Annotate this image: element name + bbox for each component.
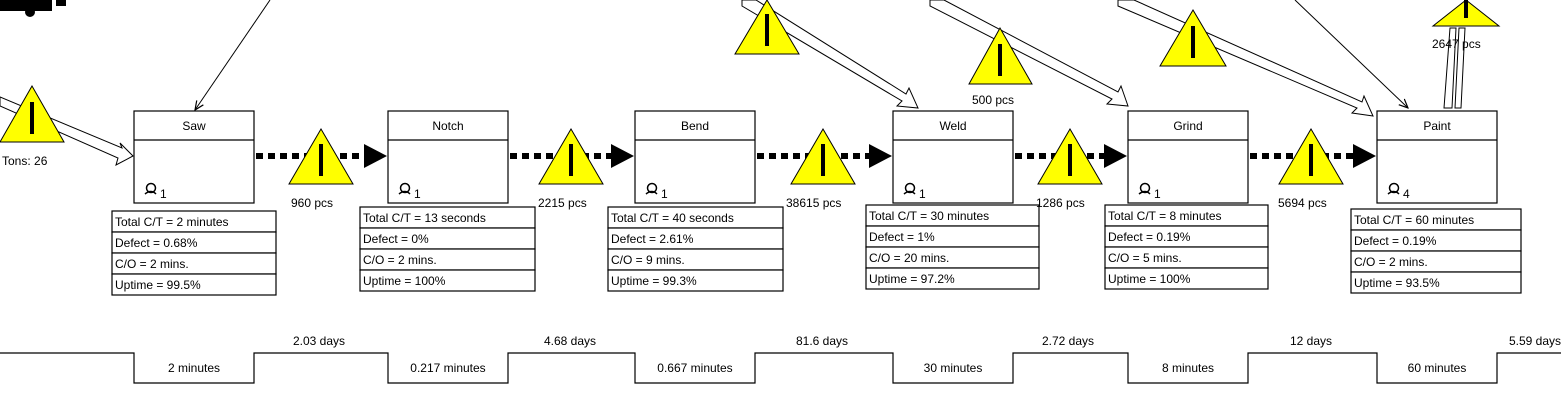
push-arrow-to-grind <box>929 0 1129 107</box>
process-box-bend: Bend 1 <box>634 110 756 204</box>
process-name: Paint <box>1423 119 1451 133</box>
process-box-notch: Notch 1 <box>387 110 509 204</box>
metric-row: C/O = 5 mins. <box>1108 251 1182 265</box>
timeline-value-added: 8 minutes <box>1162 361 1214 375</box>
metric-row: Uptime = 99.3% <box>611 274 697 288</box>
inventory-icon <box>1278 128 1344 185</box>
push-arrow-to-paint <box>1117 0 1374 117</box>
info-arrow-to-saw <box>195 0 271 110</box>
timeline-value-added: 60 minutes <box>1408 361 1467 375</box>
metric-row: C/O = 2 mins. <box>1354 255 1428 269</box>
process-name: Notch <box>432 119 463 133</box>
metric-row: Defect = 2.61% <box>611 232 694 246</box>
inventory-icon <box>0 84 65 143</box>
operator-count: 1 <box>661 187 668 201</box>
timeline-wait: 81.6 days <box>796 334 848 348</box>
inventory-icon <box>734 0 800 55</box>
inventory-label: 38615 pcs <box>786 196 841 210</box>
timeline-wait: 5.59 days <box>1509 334 1561 348</box>
process-box-saw: Saw 1 <box>133 110 255 204</box>
upper-inventory-label: 500 pcs <box>972 93 1014 107</box>
process-name: Bend <box>681 119 709 133</box>
start-inventory-label: Tons: 26 <box>2 154 48 168</box>
timeline: 2 minutes 0.217 minutes 0.667 minutes 30 mi… <box>0 334 1561 384</box>
push-arrow <box>757 144 892 168</box>
operator-icon <box>398 182 411 195</box>
metric-row: C/O = 2 mins. <box>363 253 437 267</box>
metric-row: Defect = 1% <box>869 230 935 244</box>
timeline-value-added: 2 minutes <box>168 361 220 375</box>
operator-count: 1 <box>919 187 926 201</box>
inventory-icon <box>538 128 604 185</box>
inventory-icon <box>1431 0 1501 27</box>
inventory-icon <box>1159 9 1227 67</box>
inventory-label: 1286 pcs <box>1036 196 1085 210</box>
metric-row: Uptime = 100% <box>1108 272 1191 286</box>
metric-row: Uptime = 99.5% <box>115 278 201 292</box>
metric-row: Total C/T = 30 minutes <box>869 209 989 223</box>
top-inventory-label: 2647 pcs <box>1432 37 1481 51</box>
operator-icon <box>144 182 157 195</box>
inventory-label: 2215 pcs <box>538 196 587 210</box>
timeline-wait: 4.68 days <box>544 334 596 348</box>
timeline-value-added: 0.667 minutes <box>657 361 732 375</box>
timeline-value-added: 0.217 minutes <box>410 361 485 375</box>
operator-count: 1 <box>160 187 167 201</box>
metric-row: C/O = 20 mins. <box>869 251 949 265</box>
process-name: Saw <box>182 119 206 133</box>
timeline-value-added: 30 minutes <box>924 361 983 375</box>
metric-row: Total C/T = 40 seconds <box>611 211 734 225</box>
inventory-icon <box>1037 128 1103 185</box>
operator-icon <box>645 182 658 195</box>
push-arrow-to-weld <box>741 0 919 109</box>
process-name: Weld <box>939 119 966 133</box>
operator-icon <box>1138 182 1151 195</box>
inventory-icon <box>968 26 1033 85</box>
inventory-icon <box>790 128 856 185</box>
operator-count: 4 <box>1403 187 1410 201</box>
operator-count: 1 <box>1154 187 1161 201</box>
process-box-weld: Weld 1 <box>892 110 1014 204</box>
operator-icon <box>903 182 916 195</box>
metric-row: Defect = 0.19% <box>1108 230 1191 244</box>
inventory-label: 960 pcs <box>291 196 333 210</box>
metric-row: Uptime = 97.2% <box>869 272 955 286</box>
metric-row: Defect = 0% <box>363 232 429 246</box>
metric-row: Total C/T = 60 minutes <box>1354 213 1474 227</box>
push-arrow <box>1015 144 1127 168</box>
metric-row: Total C/T = 13 seconds <box>363 211 486 225</box>
metric-row: Defect = 0.19% <box>1354 234 1437 248</box>
metric-row: Uptime = 93.5% <box>1354 276 1440 290</box>
timeline-wait: 12 days <box>1290 334 1332 348</box>
process-box-paint: Paint 4 <box>1376 110 1498 204</box>
process-box-grind: Grind 1 <box>1127 110 1249 204</box>
metric-row: C/O = 2 mins. <box>115 257 189 271</box>
metric-row: Defect = 0.68% <box>115 236 198 250</box>
timeline-wait: 2.03 days <box>293 334 345 348</box>
operator-icon <box>1387 182 1400 195</box>
metric-row: Total C/T = 2 minutes <box>115 215 229 229</box>
operator-count: 1 <box>414 187 421 201</box>
inventory-icon <box>288 128 354 185</box>
info-arrow-to-paint <box>1294 0 1408 108</box>
inventory-label: 5694 pcs <box>1278 196 1327 210</box>
timeline-wait: 2.72 days <box>1042 334 1094 348</box>
metric-row: C/O = 9 mins. <box>611 253 685 267</box>
push-arrow-paint-to-top <box>1443 27 1466 109</box>
metric-row: Uptime = 100% <box>363 274 446 288</box>
metric-row: Total C/T = 8 minutes <box>1108 209 1222 223</box>
truck-icon <box>0 0 66 17</box>
process-name: Grind <box>1173 119 1202 133</box>
